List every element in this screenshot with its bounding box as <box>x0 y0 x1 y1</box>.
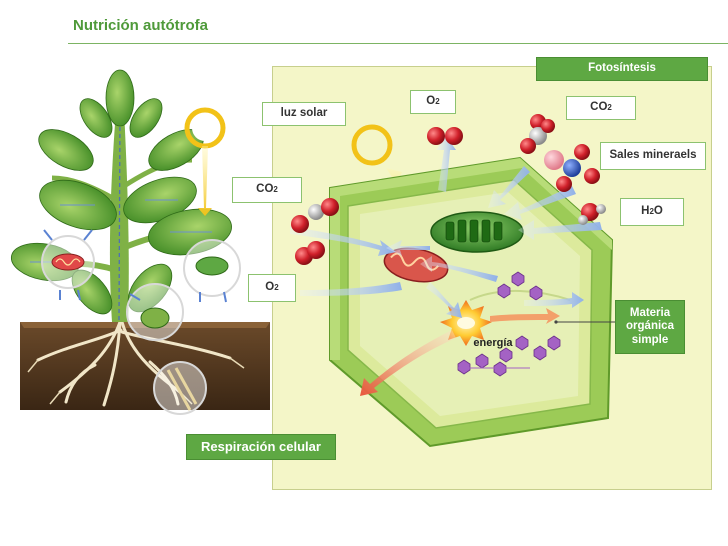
chloroplast-icon <box>430 211 524 253</box>
molecules <box>291 114 606 265</box>
label-respiracion-celular: Respiración celular <box>186 434 336 460</box>
label-energia: energía <box>473 337 513 349</box>
sun-icon <box>184 107 226 216</box>
label-luz-solar: luz solar <box>262 102 346 126</box>
glucose-molecules <box>457 271 561 377</box>
energy-arrows <box>360 308 560 396</box>
label-materia-organica: Materia orgánica simple <box>615 300 685 354</box>
label-sales-minerales: Sales mineraels <box>600 142 706 170</box>
page-title: Nutrición autótrofa <box>73 17 208 34</box>
plant-illustration <box>10 69 270 415</box>
title-divider <box>68 43 728 44</box>
label-fotosintesis: Fotosíntesis <box>536 57 708 81</box>
flow-arrows <box>290 136 602 318</box>
